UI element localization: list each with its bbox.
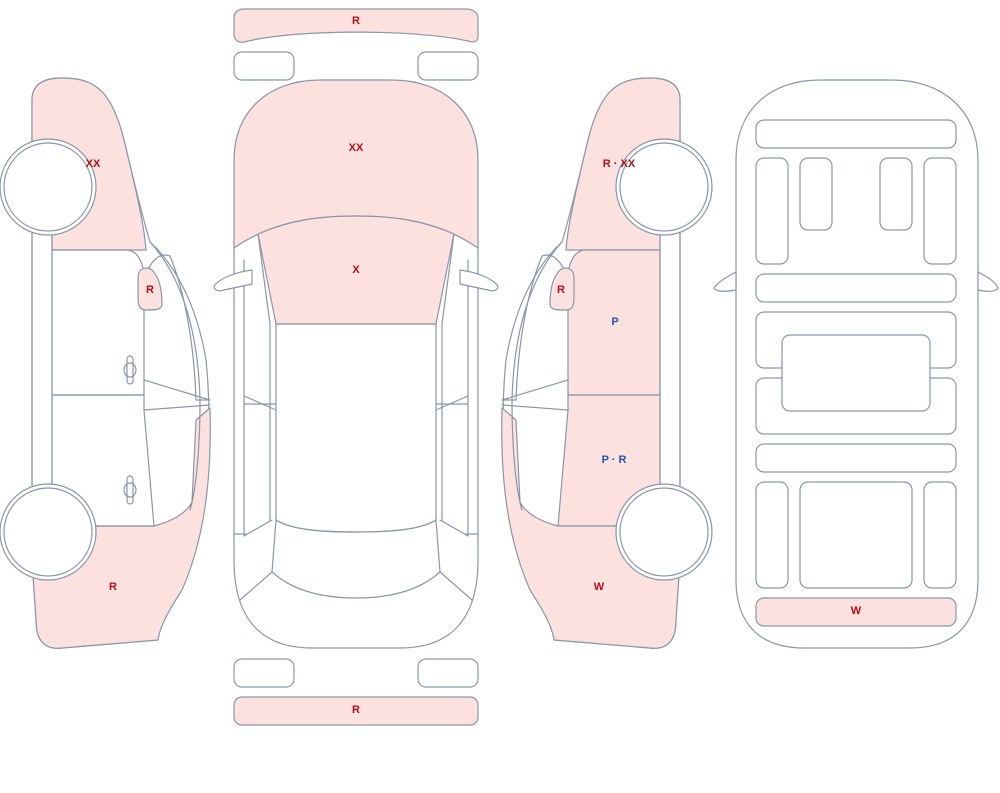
underbody-right-mirror [977,271,999,292]
right-front-door[interactable] [567,249,661,396]
panel-rear-crossmember [755,443,957,473]
panel-trunk-floor [799,481,913,589]
panel-rear-right-rail [923,481,957,589]
marker-right-mirror: R [557,284,565,296]
roof [275,323,437,533]
marker-underbody-rear: W [851,605,862,617]
rear-right-light [417,658,479,688]
top-right-mirror [459,269,499,292]
left-rocker [31,229,53,491]
left-front-door[interactable] [51,249,145,396]
top-view: R XX X R [213,8,499,726]
right-front-wheel [619,142,709,232]
top-body-outline [233,247,479,649]
left-window-frame [143,241,211,511]
left-rear-quarter[interactable] [31,407,211,649]
right-side-view: R · XX R P P · R W [501,77,713,649]
marker-left-front-fender: XX [86,158,101,170]
marker-rear-bumper: R [352,704,360,716]
panel-front-right-inner [879,157,913,231]
panel-tunnel [781,334,931,412]
right-rocker [659,229,681,491]
left-front-wheel [3,142,93,232]
panel-rear-panel[interactable] [755,597,957,627]
front-left-light [233,51,295,81]
rear-left-light [233,658,295,688]
panel-front-right-rail [923,157,957,265]
panel-front-left-rail [755,157,789,265]
front-right-light [417,51,479,81]
marker-windshield: X [352,264,360,276]
marker-right-rear-quarter: W [594,581,605,593]
rear-window [271,519,441,599]
marker-front-bumper: R [352,15,360,27]
left-rear-door-handle [126,475,134,505]
windshield[interactable] [257,215,455,325]
panel-rear-left-rail [755,481,789,589]
panel-front-crossmember [755,119,957,149]
marker-right-front-fender: R · XX [603,158,636,170]
right-window-frame [501,241,569,511]
top-left-mirror [213,269,253,292]
underbody-outline [735,79,979,649]
right-mirror[interactable] [549,267,575,311]
underbody-view: W [713,79,999,649]
marker-left-rear-quarter: R [109,581,117,593]
marker-hood: XX [349,142,364,154]
left-mirror[interactable] [137,267,163,311]
panel-firewall [755,273,957,303]
right-rear-wheel [619,487,709,577]
top-side-rails [233,233,479,601]
left-side-view: XX R R [0,77,211,649]
front-bumper[interactable] [233,8,479,43]
underbody-left-mirror [713,271,737,292]
rear-bumper[interactable] [233,696,479,726]
right-rear-quarter[interactable] [501,407,681,649]
marker-right-rear-door: P · R [602,454,627,466]
panel-front-left-inner [799,157,833,231]
marker-right-front-door: P [611,316,618,328]
marker-left-mirror: R [146,284,154,296]
left-rear-wheel [3,487,93,577]
left-front-door-handle [126,355,134,385]
